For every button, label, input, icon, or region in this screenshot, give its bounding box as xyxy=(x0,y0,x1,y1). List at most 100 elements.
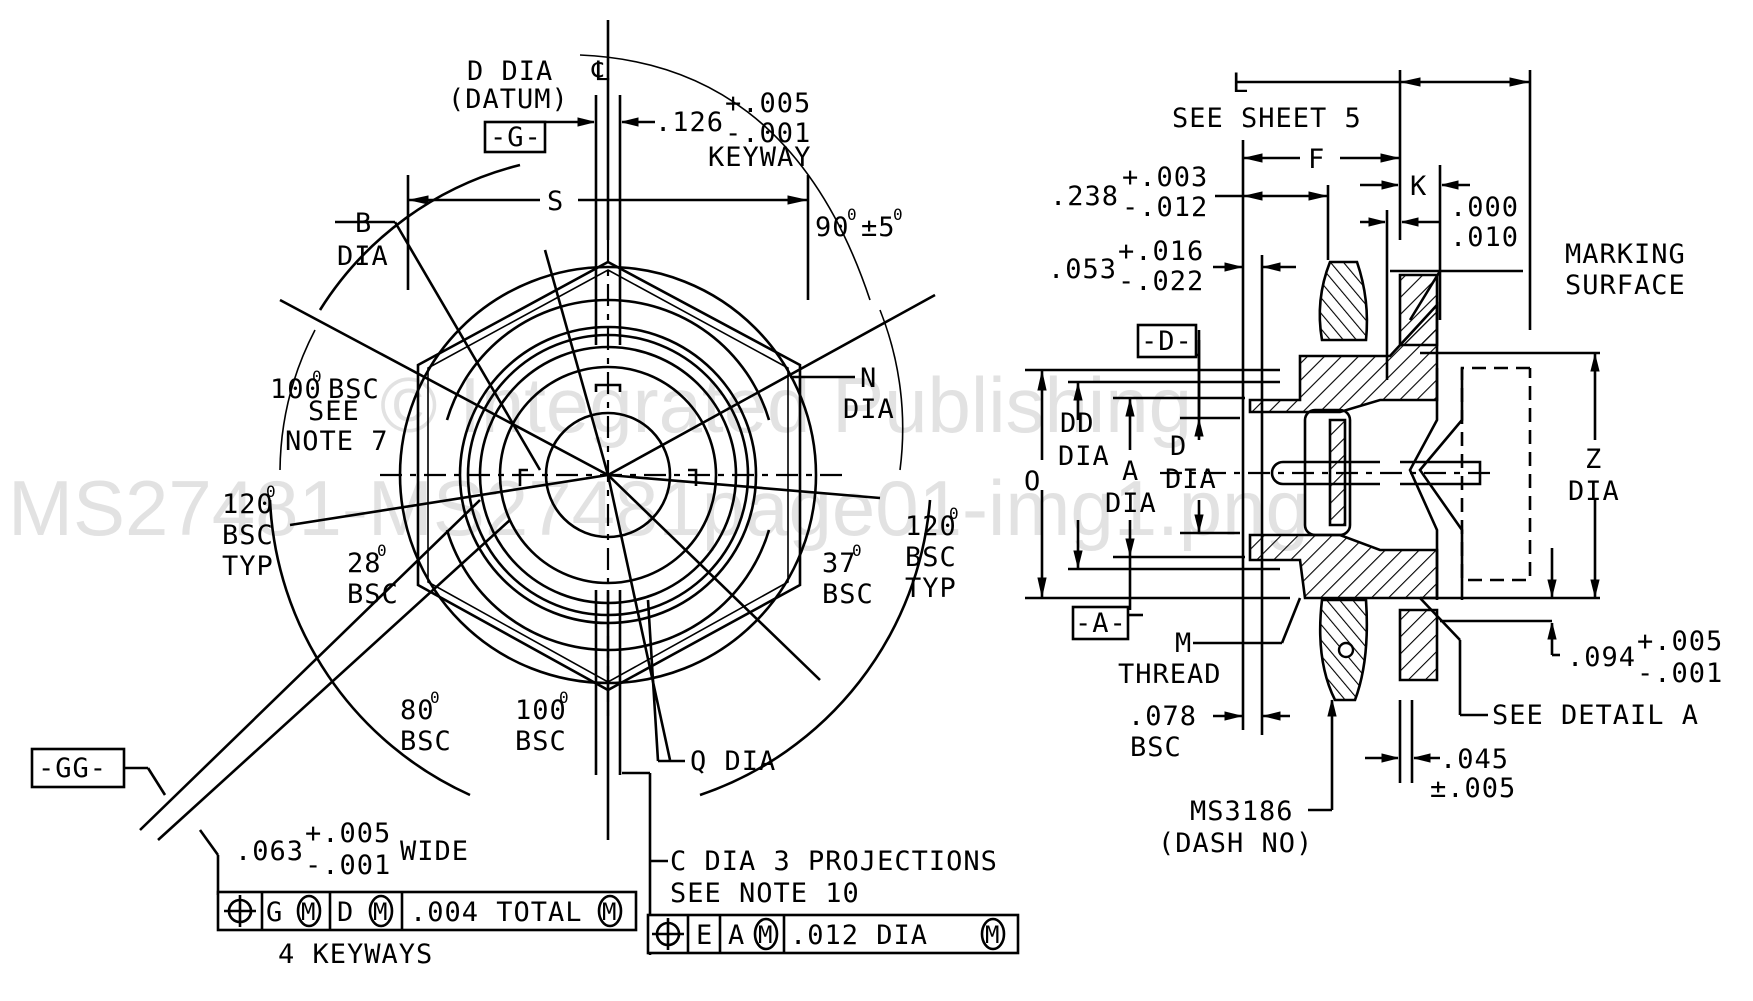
angle-100-note7: NOTE 7 xyxy=(285,426,389,457)
dim-045-tol: ±.005 xyxy=(1430,773,1516,804)
n-label: N xyxy=(860,363,877,394)
d-label: D xyxy=(1170,431,1187,462)
angle-100-bottom: 100 xyxy=(515,695,567,726)
datum-label: (DATUM) xyxy=(448,84,569,115)
ms3186-label: MS3186 xyxy=(1190,796,1294,827)
dim-078-bsc: BSC xyxy=(1130,732,1182,763)
datum-d-box xyxy=(1136,323,1198,359)
position-icon xyxy=(652,918,684,950)
b-dia-label: DIA xyxy=(337,241,389,272)
dd-dia-label: DIA xyxy=(1058,441,1110,472)
degree-symbol: 0 xyxy=(266,482,276,501)
projections-note-1: C DIA 3 PROJECTIONS xyxy=(670,846,998,877)
n-dia-label: DIA xyxy=(843,394,895,425)
dd-label: DD xyxy=(1060,408,1095,439)
angle-keyway-tol: ±5 xyxy=(861,212,896,243)
angle-37-bsc: BSC xyxy=(822,579,874,610)
datum-gg: -GG- xyxy=(38,753,107,784)
dim-094-plus: +.005 xyxy=(1637,626,1723,657)
fcf-projections: E A M .012 DIA M xyxy=(646,913,1020,955)
dim-053-plus: +.016 xyxy=(1118,236,1204,267)
angle-80-bsc: BSC xyxy=(400,726,452,757)
degree-symbol: 0 xyxy=(377,541,387,560)
thread-label: THREAD xyxy=(1118,659,1222,690)
datum-a-box xyxy=(1071,605,1130,641)
dim-053-minus: -.022 xyxy=(1118,266,1204,297)
fcf-mmc: M xyxy=(985,921,999,949)
dim-238: .238 xyxy=(1050,181,1119,212)
dim-053: .053 xyxy=(1048,254,1117,285)
degree-symbol: 0 xyxy=(847,205,857,224)
surface-label: SURFACE xyxy=(1565,270,1686,301)
o-label: O xyxy=(1024,466,1041,497)
fcf-datum-g: G xyxy=(266,897,283,928)
pin-hole xyxy=(1337,641,1355,659)
dial-disc-top xyxy=(1318,260,1369,342)
fcf-tolerance: .012 DIA xyxy=(790,920,928,951)
mmc-circle-icon xyxy=(368,894,394,928)
z-dia-label: DIA xyxy=(1568,476,1620,507)
ms3186-dash-no: (DASH NO) xyxy=(1158,828,1313,859)
keyway-width: .126 xyxy=(655,107,724,138)
fcf-mmc: M xyxy=(373,898,387,926)
k-label: K xyxy=(1410,171,1427,202)
dim-078: .078 xyxy=(1128,701,1197,732)
degree-symbol: 0 xyxy=(949,504,959,523)
datum-gg-box xyxy=(30,747,126,789)
angle-37: 37 xyxy=(822,548,857,579)
dim-094-minus: -.001 xyxy=(1637,658,1723,689)
dim-094: .094 xyxy=(1567,642,1636,673)
keyway-slots xyxy=(518,383,698,486)
mmc-circle-icon xyxy=(296,894,322,928)
angle-120-left-bsc: BSC xyxy=(222,520,274,551)
fcf-datum-e: E xyxy=(696,920,713,951)
fcf-keyways: G M D M .004 TOTAL M xyxy=(216,890,638,932)
angle-120-left: 120 xyxy=(222,489,274,520)
fcf-tolerance: .004 TOTAL xyxy=(410,897,583,928)
datum-d: -D- xyxy=(1141,326,1193,357)
mmc-circle-icon xyxy=(753,917,779,951)
slot-width: .063 xyxy=(235,836,304,867)
mmc-circle-icon xyxy=(597,894,623,928)
angle-28-bsc: BSC xyxy=(347,579,399,610)
angle-120-right-bsc: BSC xyxy=(905,542,957,573)
fcf-mmc: M xyxy=(301,898,315,926)
body-lower xyxy=(1248,533,1439,600)
l-note: SEE SHEET 5 xyxy=(1172,103,1362,134)
q-dia-label: Q DIA xyxy=(690,746,776,777)
see-detail-a: SEE DETAIL A xyxy=(1492,700,1699,731)
contact-pin-left xyxy=(1270,460,1380,486)
datum-a: -A- xyxy=(1075,608,1127,639)
datum-g: -G- xyxy=(490,122,542,153)
m-label: M xyxy=(1175,628,1192,659)
fcf-datum-a: A xyxy=(728,920,745,951)
fcf-mmc: M xyxy=(758,921,772,949)
f-label: F xyxy=(1308,144,1325,175)
degree-symbol: 0 xyxy=(559,688,569,707)
degree-symbol: 0 xyxy=(893,205,903,224)
angle-80: 80 xyxy=(400,695,435,726)
dim-010: .010 xyxy=(1450,222,1519,253)
side-view: L SEE SHEET 5 F K .238 +.003 -.012 .053 … xyxy=(1024,68,1723,859)
projections-note-2: SEE NOTE 10 xyxy=(670,878,860,909)
angle-120-left-typ: TYP xyxy=(222,551,274,582)
slot-tol-plus: +.005 xyxy=(305,818,391,849)
flange-lower xyxy=(1398,608,1439,682)
a-label: A xyxy=(1122,456,1139,487)
degree-symbol: 0 xyxy=(430,688,440,707)
dim-238-minus: -.012 xyxy=(1122,192,1208,223)
a-dia-label: DIA xyxy=(1105,488,1157,519)
front-view: D DIA (DATUM) -G- ℄ .126 +.005 -.001 KEY… xyxy=(30,20,1020,970)
angle-100-see: SEE xyxy=(308,396,360,427)
keyway-label: KEYWAY xyxy=(708,142,812,173)
angle-100-bottom-bsc: BSC xyxy=(515,726,567,757)
centerline-symbol: ℄ xyxy=(591,56,610,87)
dim-238-plus: +.003 xyxy=(1122,162,1208,193)
keyway-tol-minus: -.001 xyxy=(725,118,811,149)
angle-120-right-typ: TYP xyxy=(905,573,957,604)
angle-120-right: 120 xyxy=(905,511,957,542)
b-label: B xyxy=(355,208,372,239)
keyway-tol-plus: +.005 xyxy=(725,88,811,119)
datum-g-box xyxy=(483,120,547,154)
l-label: L xyxy=(1232,68,1249,99)
